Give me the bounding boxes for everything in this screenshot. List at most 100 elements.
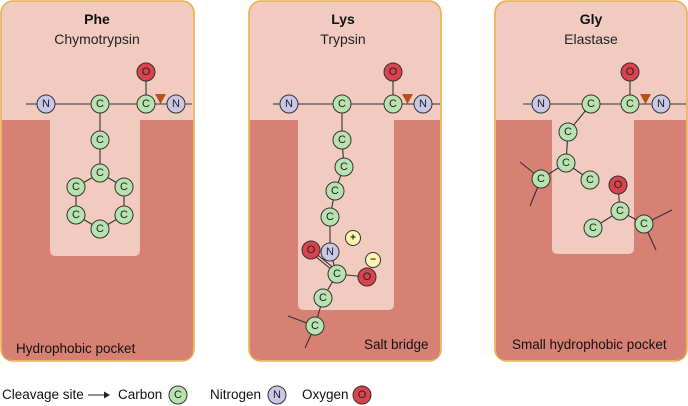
- atom-carbon: C: [90, 219, 110, 239]
- svg-text:C: C: [319, 292, 327, 304]
- atom-oxygen: O: [620, 62, 640, 82]
- svg-text:C: C: [331, 185, 339, 197]
- enzyme-label: Trypsin: [320, 31, 365, 47]
- atom-carbon: C: [66, 205, 86, 225]
- atom-carbon: C: [610, 201, 630, 221]
- atom-carbon: C: [320, 207, 340, 227]
- svg-text:C: C: [174, 389, 182, 401]
- enzyme-label: Elastase: [564, 31, 618, 47]
- legend-nitrogen-icon: N: [267, 385, 287, 405]
- svg-text:−: −: [370, 255, 376, 266]
- svg-text:C: C: [340, 161, 348, 173]
- legend-arrow-icon: [88, 391, 110, 399]
- atom-oxygen: O: [357, 267, 377, 287]
- svg-text:O: O: [307, 244, 316, 256]
- residue-label: Gly: [580, 11, 603, 27]
- svg-text:C: C: [72, 181, 80, 193]
- svg-text:C: C: [96, 167, 104, 179]
- atom-carbon: C: [558, 122, 578, 142]
- enzyme-pocket-wall: [250, 120, 440, 360]
- svg-text:C: C: [389, 98, 397, 110]
- svg-text:N: N: [537, 98, 545, 110]
- cleavage-arrowhead: [155, 94, 166, 104]
- legend-carbon-label: Carbon: [118, 387, 162, 402]
- atom-carbon: C: [90, 94, 110, 114]
- svg-text:O: O: [363, 271, 372, 283]
- svg-text:C: C: [326, 211, 334, 223]
- positive-charge: +: [345, 230, 361, 246]
- legend-carbon-icon: C: [168, 385, 188, 405]
- atom-carbon: C: [325, 181, 345, 201]
- atom-carbon: C: [313, 288, 333, 308]
- atom-nitrogen: N: [413, 94, 433, 114]
- atom-carbon: C: [583, 218, 603, 238]
- atom-nitrogen: N: [651, 94, 671, 114]
- negative-charge: −: [365, 252, 381, 268]
- legend-cleavage-label: Cleavage site: [2, 387, 84, 402]
- atom-oxygen: O: [136, 62, 156, 82]
- atom-oxygen: O: [608, 175, 628, 195]
- svg-text:N: N: [419, 98, 427, 110]
- legend-oxygen-icon: O: [352, 385, 372, 405]
- legend: Cleavage site Carbon C Nitrogen N Oxygen…: [2, 385, 372, 405]
- atom-nitrogen: N: [166, 94, 186, 114]
- residue-label: Lys: [331, 11, 355, 27]
- svg-text:C: C: [96, 223, 104, 235]
- atom-carbon: C: [305, 316, 325, 336]
- svg-text:C: C: [311, 320, 319, 332]
- enzyme-label: Chymotrypsin: [54, 31, 140, 47]
- atom-carbon: C: [634, 214, 654, 234]
- panel-trypsin: Lys Trypsin Salt bridge N C C O N C C C: [248, 0, 442, 362]
- pocket-label: Small hydrophobic pocket: [512, 337, 667, 352]
- svg-text:N: N: [42, 98, 50, 110]
- atom-carbon: C: [66, 177, 86, 197]
- svg-text:N: N: [326, 246, 334, 258]
- atom-nitrogen: N: [320, 242, 340, 262]
- svg-text:O: O: [389, 66, 398, 78]
- svg-text:C: C: [96, 134, 104, 146]
- legend-nitrogen-label: Nitrogen: [210, 387, 261, 402]
- atom-carbon: C: [334, 157, 354, 177]
- svg-text:C: C: [562, 157, 570, 169]
- legend-oxygen-label: Oxygen: [302, 387, 349, 402]
- panel-elastase: Gly Elastase Small hydrophobic pocket N …: [494, 0, 688, 362]
- svg-text:C: C: [338, 98, 346, 110]
- svg-text:C: C: [587, 98, 595, 110]
- atom-carbon: C: [114, 205, 134, 225]
- atom-oxygen: O: [301, 240, 321, 260]
- panel-chymotrypsin: Phe Chymotrypsin Hydrophobic pocket N C …: [0, 0, 195, 362]
- svg-text:C: C: [586, 174, 594, 186]
- atom-carbon: C: [332, 94, 352, 114]
- svg-text:C: C: [338, 134, 346, 146]
- atom-nitrogen: N: [36, 94, 56, 114]
- atom-carbon: C: [580, 170, 600, 190]
- svg-text:C: C: [120, 209, 128, 221]
- atom-carbon: C: [531, 169, 551, 189]
- svg-text:C: C: [537, 173, 545, 185]
- atom-carbon: C: [332, 130, 352, 150]
- svg-text:C: C: [589, 222, 597, 234]
- pocket-label: Hydrophobic pocket: [16, 341, 136, 356]
- svg-text:C: C: [96, 98, 104, 110]
- svg-text:N: N: [285, 98, 293, 110]
- svg-text:C: C: [640, 218, 648, 230]
- atom-carbon: C: [90, 130, 110, 150]
- cleavage-arrowhead: [402, 94, 413, 104]
- svg-text:C: C: [564, 126, 572, 138]
- residue-label: Phe: [84, 11, 110, 27]
- pocket-label: Salt bridge: [364, 337, 429, 352]
- svg-text:O: O: [626, 66, 635, 78]
- atom-carbon: C: [114, 177, 134, 197]
- enzyme-pocket-wall: [2, 120, 193, 360]
- svg-text:C: C: [333, 268, 341, 280]
- svg-text:C: C: [120, 181, 128, 193]
- svg-text:C: C: [72, 209, 80, 221]
- atom-carbon: C: [383, 94, 403, 114]
- svg-text:C: C: [616, 205, 624, 217]
- svg-text:N: N: [273, 389, 281, 401]
- atom-oxygen: O: [383, 62, 403, 82]
- atom-carbon: C: [620, 94, 640, 114]
- svg-text:C: C: [626, 98, 634, 110]
- svg-text:N: N: [172, 98, 180, 110]
- svg-text:O: O: [614, 179, 623, 191]
